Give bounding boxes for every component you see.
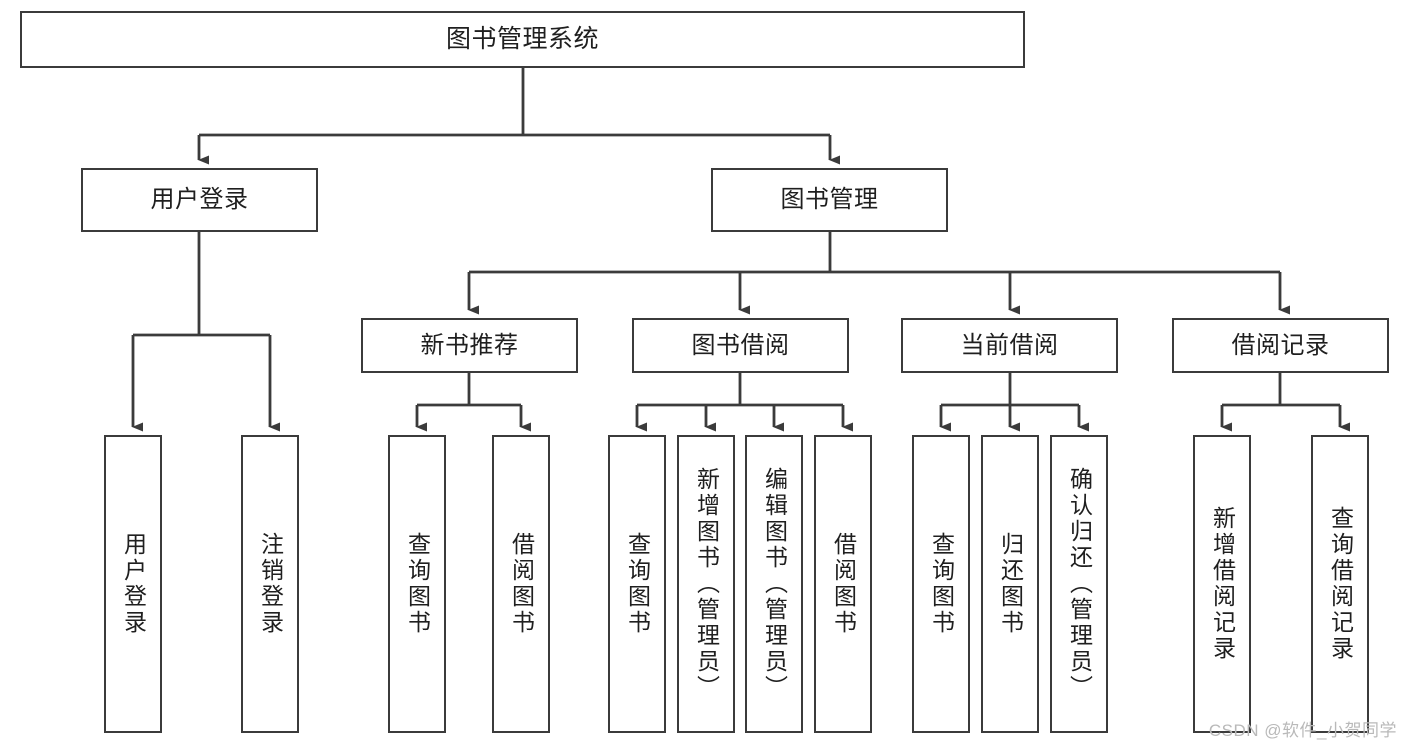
csdn-watermark: CSDN @软件_小贺同学 — [1208, 721, 1397, 740]
node-leaf-add-book-admin[interactable]: 新增图书（管理员） — [677, 435, 735, 733]
node-label: 图书借阅 — [691, 331, 790, 359]
node-new-book-recommend[interactable]: 新书推荐 — [361, 318, 578, 373]
node-leaf-logout[interactable]: 注销登录 — [241, 435, 299, 733]
node-label: 新增图书（管理员） — [693, 467, 720, 701]
node-current-borrow[interactable]: 当前借阅 — [901, 318, 1118, 373]
node-leaf-query-book-borrow[interactable]: 查询图书 — [608, 435, 666, 733]
node-leaf-user-login[interactable]: 用户登录 — [104, 435, 162, 733]
node-label: 查询图书 — [404, 532, 431, 636]
node-leaf-query-book-current[interactable]: 查询图书 — [912, 435, 970, 733]
node-label: 当前借阅 — [960, 331, 1059, 359]
node-label: 查询图书 — [928, 532, 955, 636]
node-label: 用户登录 — [120, 532, 147, 636]
node-leaf-query-book-recommend[interactable]: 查询图书 — [388, 435, 446, 733]
node-label: 注销登录 — [257, 532, 284, 636]
node-leaf-return-book[interactable]: 归还图书 — [981, 435, 1039, 733]
node-leaf-add-borrow-record[interactable]: 新增借阅记录 — [1193, 435, 1251, 733]
node-label: 新增借阅记录 — [1209, 506, 1236, 662]
node-label: 新书推荐 — [420, 331, 519, 359]
node-label: 查询借阅记录 — [1327, 506, 1354, 662]
node-label: 借阅图书 — [508, 532, 535, 636]
node-leaf-borrow-book[interactable]: 借阅图书 — [814, 435, 872, 733]
node-label: 查询图书 — [624, 532, 651, 636]
node-leaf-borrow-book-recommend[interactable]: 借阅图书 — [492, 435, 550, 733]
node-label: 借阅记录 — [1231, 331, 1330, 359]
node-label: 用户登录 — [150, 186, 249, 213]
node-label: 归还图书 — [997, 532, 1024, 636]
node-root-book-management-system[interactable]: 图书管理系统 — [20, 11, 1025, 68]
node-borrow-record[interactable]: 借阅记录 — [1172, 318, 1389, 373]
node-label: 编辑图书（管理员） — [761, 467, 788, 701]
node-label: 确认归还（管理员） — [1066, 467, 1093, 701]
node-leaf-edit-book-admin[interactable]: 编辑图书（管理员） — [745, 435, 803, 733]
node-leaf-confirm-return-admin[interactable]: 确认归还（管理员） — [1050, 435, 1108, 733]
node-label: 图书管理系统 — [445, 24, 599, 53]
node-user-login[interactable]: 用户登录 — [81, 168, 318, 232]
node-label: 借阅图书 — [830, 532, 857, 636]
node-book-management[interactable]: 图书管理 — [711, 168, 948, 232]
node-label: 图书管理 — [780, 186, 879, 213]
node-book-borrow[interactable]: 图书借阅 — [632, 318, 849, 373]
node-leaf-query-borrow-record[interactable]: 查询借阅记录 — [1311, 435, 1369, 733]
